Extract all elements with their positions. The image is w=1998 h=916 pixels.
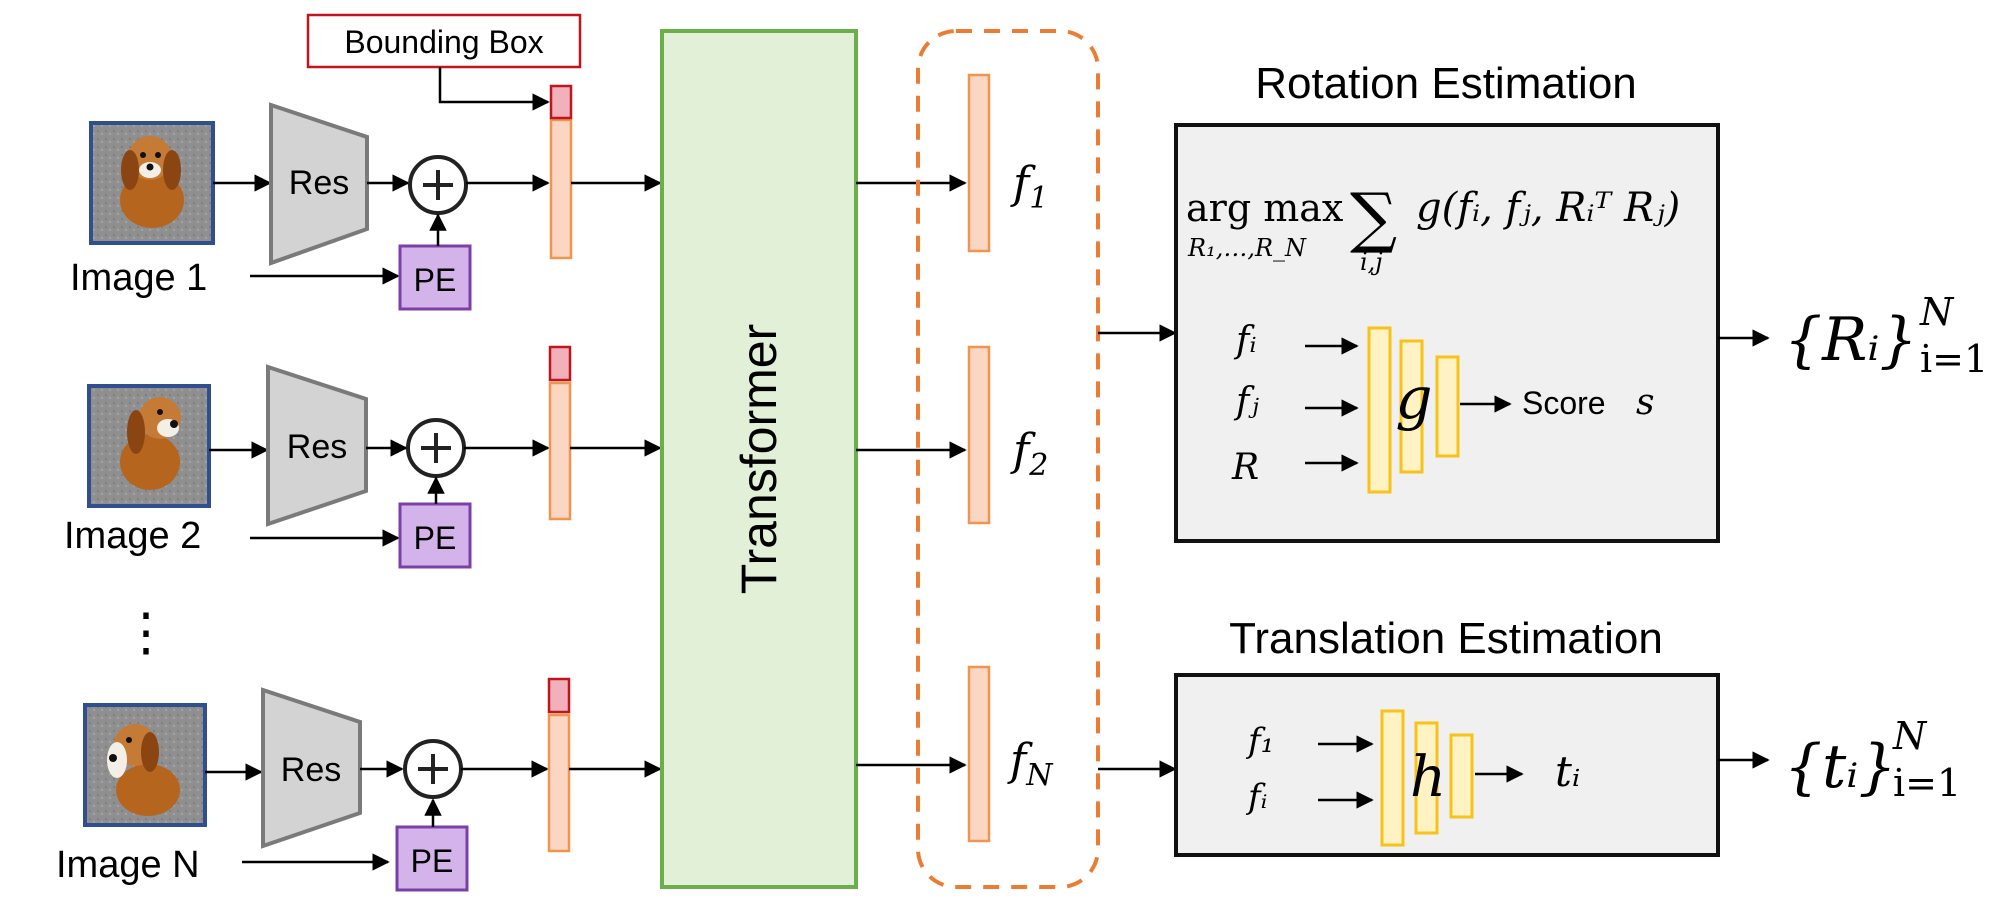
image-n-thumbnail (83, 703, 207, 827)
pe-label: PE (411, 843, 454, 879)
pe-label: PE (414, 520, 457, 556)
teddy-dog-icon (107, 724, 180, 816)
transformer-label: Transformer (731, 324, 787, 594)
feature-label-n: fN (1007, 735, 1054, 793)
token-n (547, 677, 571, 853)
feature-token-2 (967, 345, 991, 525)
rotation-objective: arg max R₁,…,R_N ∑ i,j g(fᵢ, fⱼ, Rᵢᵀ Rⱼ) (1186, 179, 1680, 276)
translation-result: {tᵢ} N i=1 (1784, 714, 1961, 805)
translation-input-fi: fᵢ (1245, 777, 1267, 817)
rotation-estimation-block: Rotation Estimation arg max R₁,…,R_N ∑ i… (1174, 59, 1720, 543)
teddy-dog-icon (120, 397, 181, 490)
network-h-label: h (1410, 745, 1446, 810)
translation-estimation-block: Translation Estimation f₁ fᵢ h tᵢ (1174, 614, 1720, 857)
token-2 (548, 345, 572, 521)
pe-label: PE (414, 262, 457, 298)
image-2-thumbnail (87, 384, 211, 508)
image-1-thumbnail (89, 121, 215, 245)
positional-encoding-1: PE (398, 244, 472, 311)
rotation-result-sup: N (1919, 290, 1955, 334)
add-operator-1 (408, 155, 468, 215)
more-images-ellipsis: ⋮ (120, 604, 172, 662)
res-encoder-n: Res (261, 687, 362, 849)
res-encoder-1: Res (269, 102, 369, 266)
res-encoder-label: Res (281, 751, 341, 789)
add-operator-2 (406, 418, 466, 478)
feature-group: f1 f2 fN (916, 29, 1100, 889)
bbox-token-2 (548, 345, 572, 382)
rotation-input-fj: fⱼ (1233, 381, 1259, 422)
network-g-label: g (1395, 364, 1432, 432)
bbox-token-n (547, 677, 571, 714)
rotation-result: {Rᵢ} N i=1 (1784, 290, 1988, 381)
image-n-label: Image N (56, 844, 200, 886)
score-variable: s (1636, 382, 1654, 423)
translation-result-sub: i=1 (1893, 761, 1961, 805)
network-h: h (1380, 709, 1474, 847)
rotation-title: Rotation Estimation (1255, 59, 1637, 108)
rotation-input-fi: fᵢ (1233, 320, 1257, 361)
positional-encoding-n: PE (395, 825, 469, 892)
translation-input-f1: f₁ (1245, 721, 1274, 761)
translation-result-sup: N (1892, 714, 1928, 758)
transformer-block: Transformer (660, 29, 858, 889)
input-row-2: Image 2 Res PE (64, 345, 662, 569)
argmax-operator: arg max (1186, 186, 1343, 230)
bbox-token-1 (549, 84, 573, 120)
argmax-subscript: R₁,…,R_N (1187, 234, 1307, 262)
image-2-label: Image 2 (64, 515, 201, 557)
objective-expression: g(fᵢ, fⱼ, Rᵢᵀ Rⱼ) (1416, 185, 1680, 231)
positional-encoding-2: PE (398, 502, 472, 569)
bounding-box-label: Bounding Box (344, 24, 543, 60)
rotation-result-set: {Rᵢ} (1784, 305, 1918, 375)
res-encoder-label: Res (289, 164, 349, 202)
network-g: g (1367, 326, 1460, 494)
feature-label-1: f1 (1010, 158, 1048, 216)
token-1 (549, 84, 573, 260)
translation-title: Translation Estimation (1229, 614, 1663, 663)
sum-subscript: i,j (1360, 248, 1383, 276)
sum-symbol: ∑ (1350, 179, 1397, 256)
rotation-result-sub: i=1 (1920, 337, 1988, 381)
teddy-dog-icon (120, 136, 184, 228)
add-operator-n (403, 739, 463, 799)
translation-result-set: {tᵢ} (1784, 732, 1897, 802)
input-row-1: Image 1 Res PE (70, 84, 662, 311)
res-encoder-label: Res (287, 428, 347, 466)
bounding-box-callout: Bounding Box (306, 13, 582, 111)
image-1-label: Image 1 (70, 257, 207, 299)
feature-token-n (967, 665, 991, 843)
translation-output-var: tᵢ (1555, 747, 1580, 796)
feature-label-2: f2 (1010, 425, 1048, 483)
rotation-input-r: R (1231, 447, 1259, 488)
score-label: Score (1522, 385, 1606, 421)
input-row-n: Image N Res PE (56, 677, 662, 892)
res-encoder-2: Res (266, 364, 368, 527)
feature-token-1 (967, 73, 991, 253)
